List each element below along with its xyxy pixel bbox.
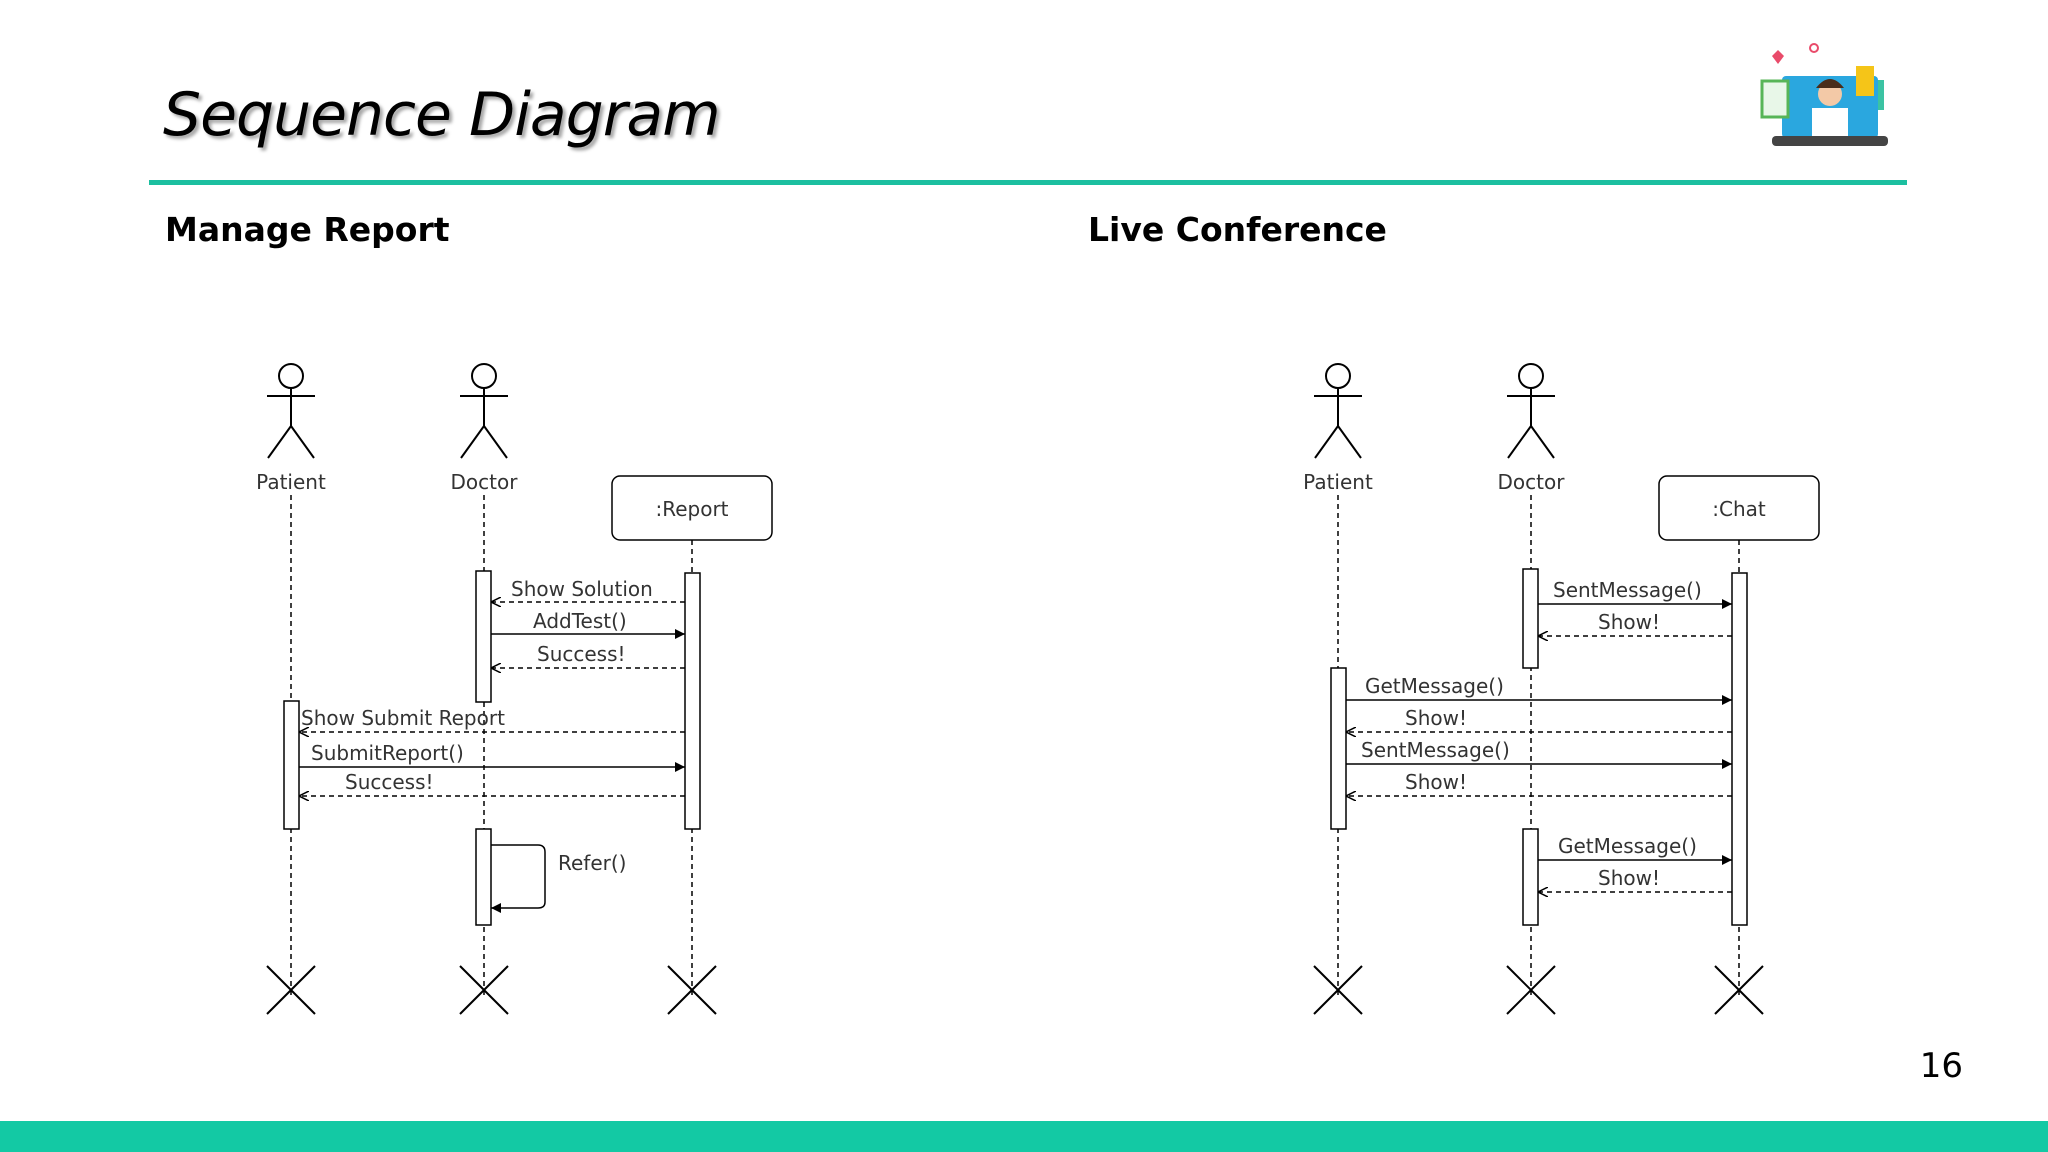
activation-bar bbox=[283, 700, 300, 830]
title-divider bbox=[149, 180, 1907, 185]
object-box-report bbox=[611, 475, 773, 541]
message-label: GetMessage() bbox=[1558, 834, 1697, 858]
sequence-diagram-manage-report: Patient Doctor :Report Show Solution Add… bbox=[256, 363, 773, 1015]
message-label: SentMessage() bbox=[1553, 578, 1702, 602]
message-label: Success! bbox=[345, 770, 434, 794]
message-label: AddTest() bbox=[533, 609, 627, 633]
message-label: Show! bbox=[1405, 706, 1467, 730]
message-label: Show! bbox=[1598, 610, 1660, 634]
footer-bar bbox=[0, 1121, 2048, 1152]
message-label: Show Solution bbox=[511, 577, 653, 601]
message-label: SubmitReport() bbox=[311, 741, 464, 765]
participant-label-patient: Patient bbox=[1303, 470, 1373, 494]
doctor-laptop-icon bbox=[1760, 43, 1888, 146]
sequence-diagram-live-conference: Patient Doctor :Chat SentMessage() Show!… bbox=[1303, 363, 1820, 1015]
slide-title: Sequence Diagram bbox=[163, 80, 721, 150]
participant-label-patient: Patient bbox=[256, 470, 326, 494]
message-label: Show! bbox=[1598, 866, 1660, 890]
message-arrow-self bbox=[491, 844, 546, 913]
message-label: SentMessage() bbox=[1361, 738, 1510, 762]
message-label: Show! bbox=[1405, 770, 1467, 794]
message-label: Refer() bbox=[558, 851, 626, 875]
participant-label-doctor: Doctor bbox=[1498, 470, 1566, 494]
activation-bar bbox=[1330, 667, 1347, 830]
activation-bar bbox=[475, 570, 492, 703]
message-label: Show Submit Report bbox=[301, 706, 505, 730]
diagram-heading-manage-report: Manage Report bbox=[165, 210, 450, 249]
page-number: 16 bbox=[1919, 1046, 1963, 1086]
destroy-mark bbox=[1313, 965, 1764, 1015]
message-label: Success! bbox=[537, 642, 626, 666]
activation-bar bbox=[1522, 828, 1539, 926]
activation-bar bbox=[475, 828, 492, 926]
message-label: GetMessage() bbox=[1365, 674, 1504, 698]
actor-doctor bbox=[1507, 363, 1555, 459]
activation-bar bbox=[1731, 572, 1748, 926]
activation-bar bbox=[684, 572, 701, 830]
participant-label-chat: :Chat bbox=[1712, 497, 1766, 521]
actor-patient bbox=[267, 363, 315, 459]
participant-label-report: :Report bbox=[655, 497, 728, 521]
diagram-heading-live-conference: Live Conference bbox=[1088, 210, 1387, 249]
destroy-mark bbox=[266, 965, 717, 1015]
actor-patient bbox=[1314, 363, 1362, 459]
object-box-chat bbox=[1658, 475, 1820, 541]
activation-bar bbox=[1522, 568, 1539, 669]
actor-doctor bbox=[460, 363, 508, 459]
participant-label-doctor: Doctor bbox=[451, 470, 519, 494]
